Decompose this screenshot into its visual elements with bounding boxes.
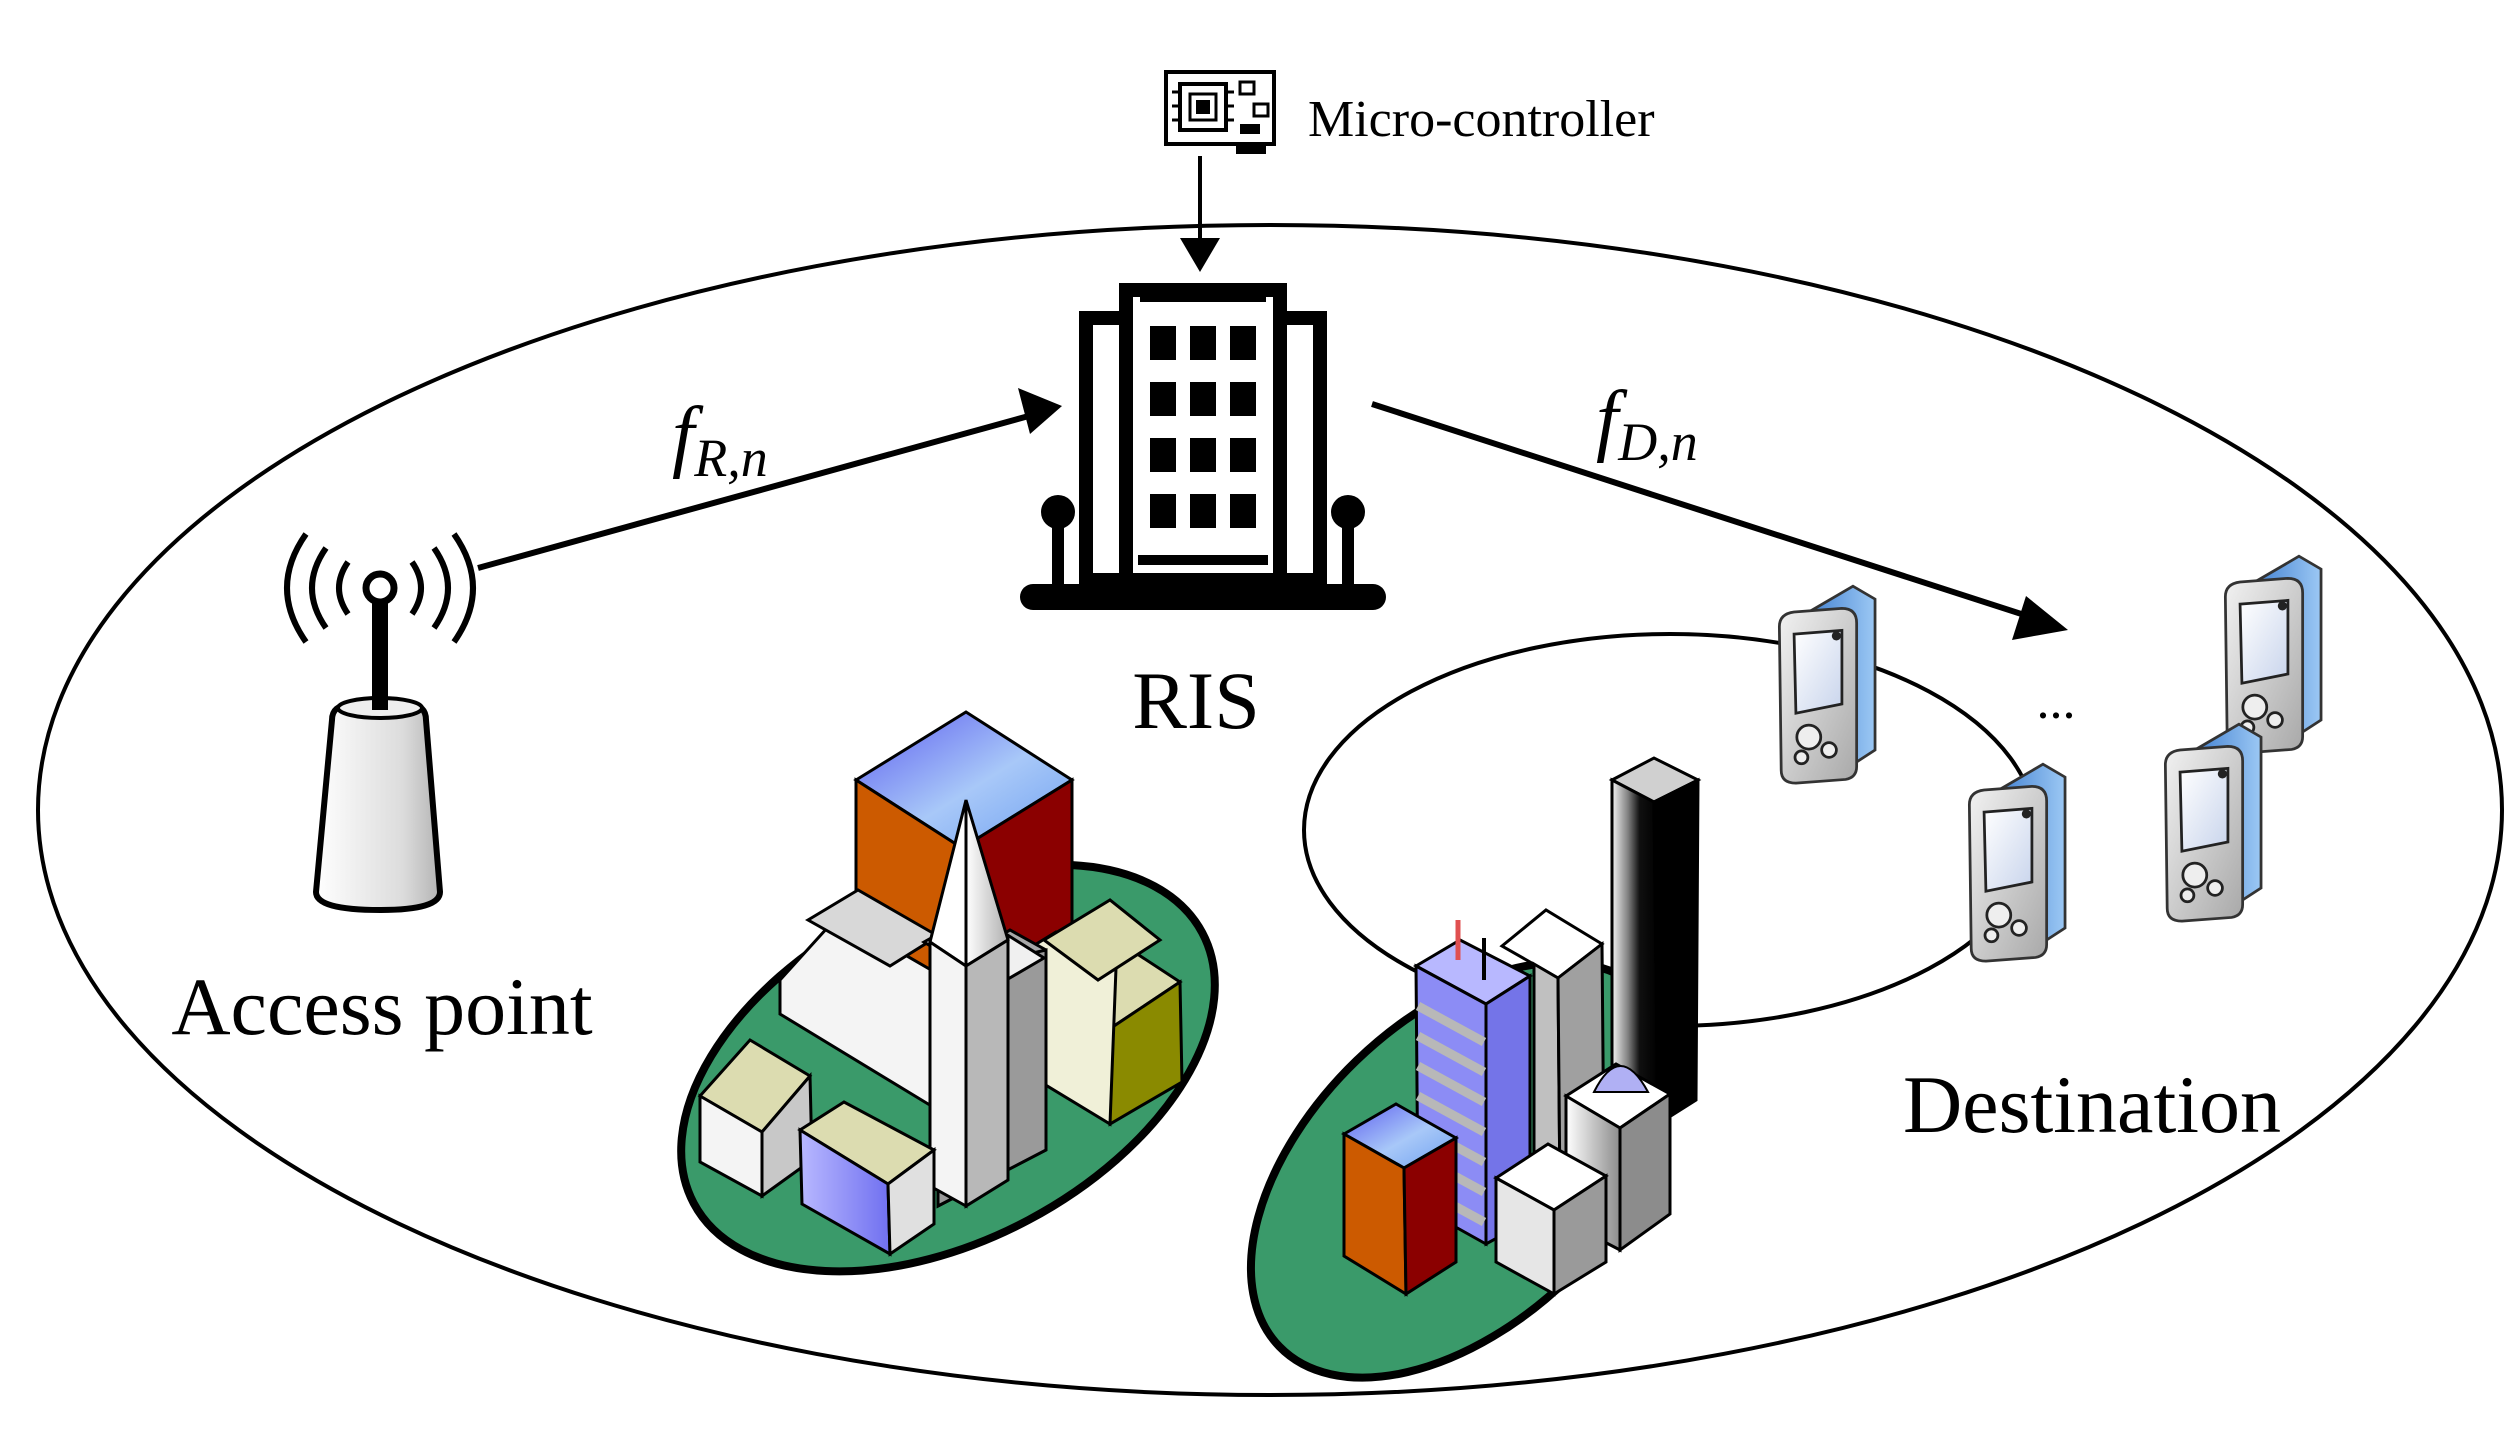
ris-to-destination-arrow (1371, 401, 2041, 623)
chip-board-icon (1164, 70, 1276, 154)
coverage-area-ellipse (36, 223, 2504, 1397)
ap-to-ris-channel-label: fR,n (672, 392, 768, 488)
micro-controller-label: Micro-controller (1308, 91, 1655, 148)
mobile-device-icon (2163, 722, 2263, 923)
ap-to-ris-arrow-head (1018, 388, 1062, 434)
mobile-device-icon (1777, 584, 1877, 785)
ap-to-ris-arrow (477, 411, 1037, 571)
church-cluster-illustration (677, 710, 1219, 1276)
ris-to-destination-arrow-head (2012, 596, 2068, 640)
control-arrow-head (1180, 238, 1220, 272)
access-point-label: Access point (171, 961, 593, 1052)
mobile-device-icon (1967, 762, 2067, 963)
building-icon (1020, 283, 1386, 610)
downtown-cluster-illustration (1246, 756, 1702, 1382)
destination-label: Destination (1903, 1059, 2281, 1150)
ris-to-destination-channel-label: fD,n (1596, 376, 1698, 472)
ris-label: RIS (1132, 655, 1260, 746)
antenna-icon (284, 532, 476, 914)
destination-ellipsis: ... (2037, 673, 2076, 730)
